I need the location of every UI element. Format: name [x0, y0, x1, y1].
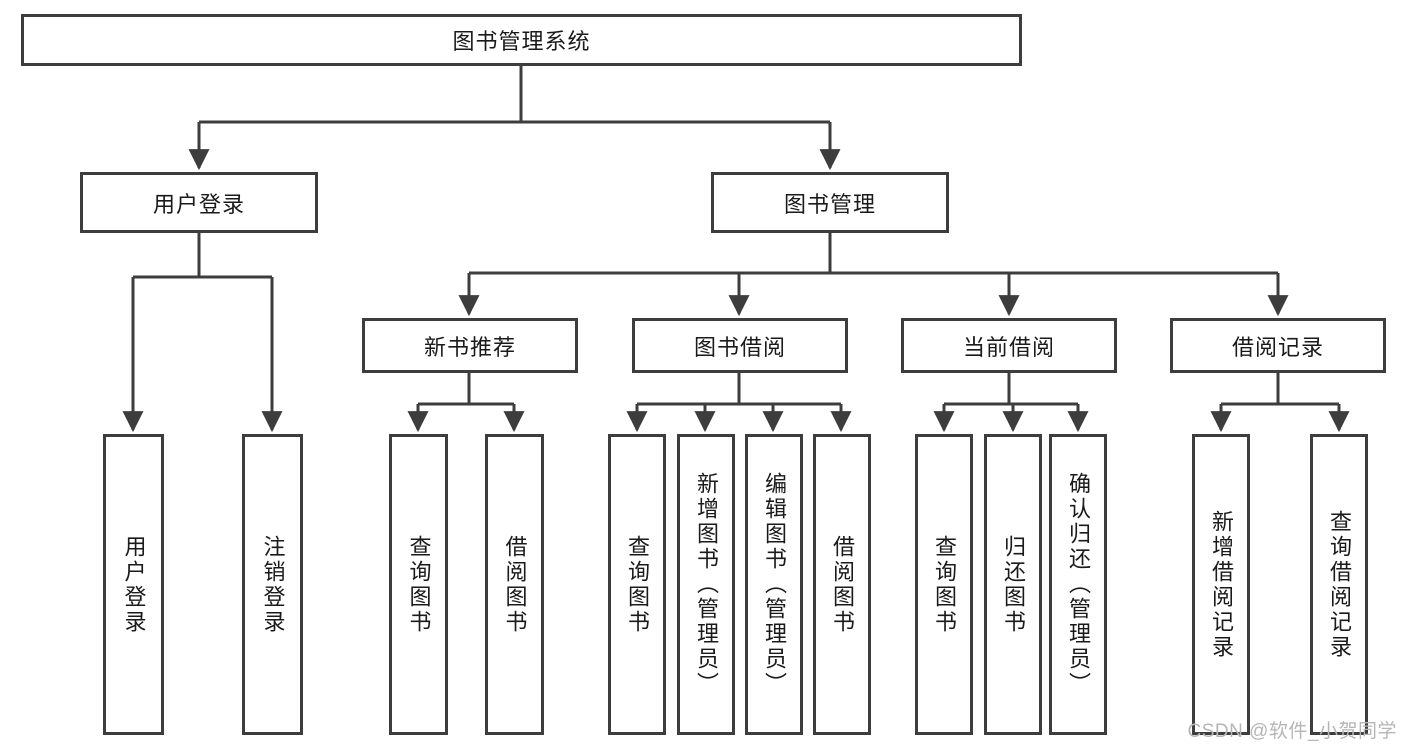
node-borrow-record-label: 借阅记录 — [1231, 334, 1324, 360]
leaf-add-record-label: 新增借阅记录 — [1209, 509, 1234, 660]
leaf-edit-book-label: 编辑图书（管理员） — [762, 472, 787, 697]
leaf-borrow-book-1-label: 借阅图书 — [502, 534, 528, 635]
node-root[interactable]: 图书管理系统 — [21, 14, 1022, 66]
leaf-add-book-label: 新增图书（管理员） — [694, 472, 719, 697]
leaf-confirm-return[interactable]: 确认归还（管理员） — [1049, 434, 1107, 735]
leaf-add-book[interactable]: 新增图书（管理员） — [677, 434, 735, 735]
leaf-query-book-3[interactable]: 查询图书 — [915, 434, 973, 735]
leaf-borrow-book-2[interactable]: 借阅图书 — [813, 434, 871, 735]
leaf-user-login[interactable]: 用户登录 — [103, 434, 164, 735]
node-user-login-label: 用户登录 — [152, 191, 245, 217]
node-user-login[interactable]: 用户登录 — [80, 172, 318, 233]
leaf-add-record[interactable]: 新增借阅记录 — [1192, 434, 1250, 735]
node-new-book-recommend[interactable]: 新书推荐 — [362, 318, 578, 373]
leaf-confirm-return-label: 确认归还（管理员） — [1066, 472, 1091, 697]
leaf-return-book[interactable]: 归还图书 — [984, 434, 1042, 735]
leaf-query-book-2[interactable]: 查询图书 — [608, 434, 666, 735]
leaf-return-book-label: 归还图书 — [1001, 534, 1026, 635]
leaf-user-logout-label: 注销登录 — [260, 534, 286, 635]
leaf-user-login-label: 用户登录 — [121, 534, 147, 635]
node-borrow-record[interactable]: 借阅记录 — [1170, 318, 1386, 373]
node-book-manage-label: 图书管理 — [783, 191, 876, 217]
node-book-manage[interactable]: 图书管理 — [711, 172, 949, 233]
leaf-query-book-2-label: 查询图书 — [625, 534, 650, 635]
leaf-borrow-book-1[interactable]: 借阅图书 — [485, 434, 544, 735]
leaf-query-record[interactable]: 查询借阅记录 — [1310, 434, 1368, 735]
leaf-borrow-book-2-label: 借阅图书 — [830, 534, 855, 635]
node-root-label: 图书管理系统 — [452, 29, 591, 54]
leaf-query-record-label: 查询借阅记录 — [1327, 509, 1352, 660]
node-current-borrow-label: 当前借阅 — [962, 334, 1055, 360]
leaf-user-logout[interactable]: 注销登录 — [242, 434, 303, 735]
csdn-watermark: CSDN @软件_小贺同学 — [1187, 721, 1397, 742]
leaf-query-book-3-label: 查询图书 — [932, 534, 957, 635]
node-book-borrow[interactable]: 图书借阅 — [632, 318, 848, 373]
leaf-edit-book[interactable]: 编辑图书（管理员） — [745, 434, 803, 735]
leaf-query-book-1[interactable]: 查询图书 — [389, 434, 448, 735]
leaf-query-book-1-label: 查询图书 — [406, 534, 432, 635]
node-book-borrow-label: 图书借阅 — [693, 334, 786, 360]
node-new-book-recommend-label: 新书推荐 — [423, 334, 516, 360]
node-current-borrow[interactable]: 当前借阅 — [901, 318, 1117, 373]
